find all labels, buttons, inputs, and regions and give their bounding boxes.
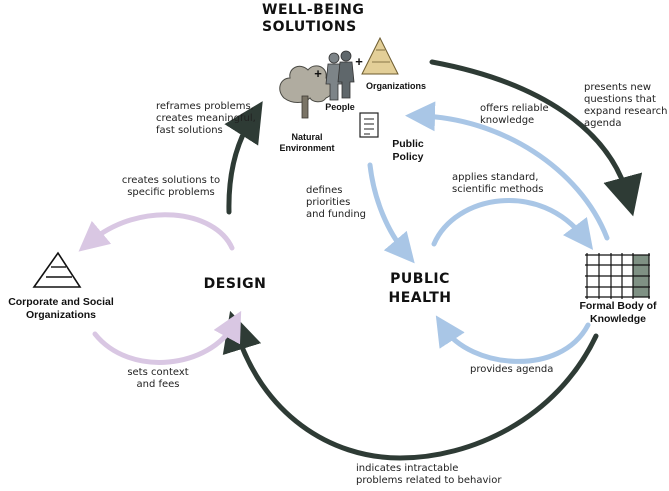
label-offers-knowledge: offers reliable knowledge — [480, 103, 549, 126]
arrow-knowledge-to-public-health — [435, 315, 591, 364]
node-knowledge: Formal Body of Knowledge — [579, 300, 657, 325]
label-creates-solutions: creates solutions to specific problems — [121, 175, 221, 198]
label-sets-context: sets context and fees — [127, 367, 189, 390]
node-public-policy: Public Policy — [392, 138, 424, 163]
node-people: People — [325, 102, 355, 112]
document-icon — [359, 112, 379, 138]
arrow-knowledge-to-policy — [405, 101, 610, 241]
grid-icon — [585, 253, 650, 299]
label-indicates-problems: indicates intractable problems related t… — [356, 463, 502, 486]
arrow-design-to-corporate — [78, 212, 235, 252]
arrow-wellbeing-to-knowledge — [429, 59, 643, 217]
label-provides-agenda: provides agenda — [470, 364, 554, 375]
label-applies-methods: applies standard, scientific methods — [452, 172, 544, 195]
arrow-corporate-to-design — [92, 310, 242, 365]
plus-sign: + — [355, 54, 363, 69]
arrow-public-health-to-knowledge — [431, 198, 594, 250]
plus-sign: + — [314, 66, 322, 81]
label-defines-priorities: defines priorities and funding — [306, 185, 366, 220]
diagram-title: WELL-BEING SOLUTIONS — [262, 2, 365, 35]
pyramid-icon — [361, 36, 399, 75]
arrow-policy-to-public-health — [367, 162, 415, 264]
node-corporate: Corporate and Social Organizations — [8, 296, 114, 321]
corporate-pyramid-icon — [32, 251, 82, 288]
node-natural-environment: Natural Environment — [279, 132, 335, 153]
node-public-health: PUBLIC HEALTH — [388, 271, 452, 306]
label-presents-questions: presents new questions that expand resea… — [584, 82, 668, 129]
arrow-knowledge-to-design — [222, 310, 599, 461]
arrow-design-to-wellbeing — [224, 101, 263, 215]
node-organizations: Organizations — [365, 81, 426, 91]
node-design: DESIGN — [203, 276, 267, 292]
tree-icon — [279, 65, 334, 119]
label-reframes: reframes problems, creates meaningful, f… — [156, 101, 256, 136]
people-icon — [325, 50, 355, 101]
